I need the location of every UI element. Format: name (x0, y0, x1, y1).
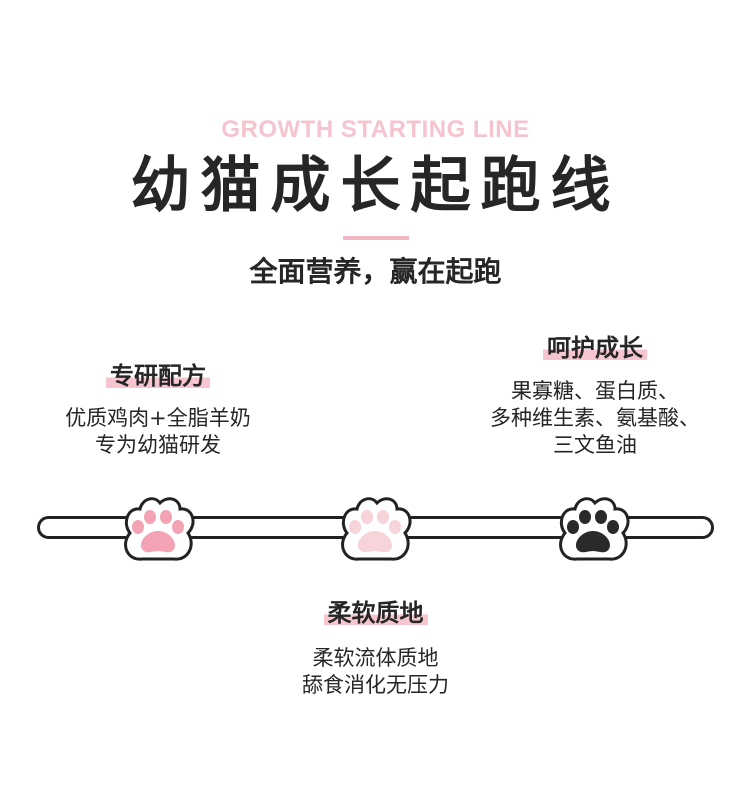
feature-desc-line: 舔食消化无压力 (302, 673, 449, 697)
feature-label-texture: 柔软质地 (323, 599, 428, 627)
feature-desc-line: 专为幼猫研发 (95, 433, 221, 457)
feature-desc-formula: 优质鸡肉+全脂羊奶 专为幼猫研发 (0, 405, 316, 459)
page-title: 幼猫成长起跑线 (130, 151, 621, 221)
paw-toe (361, 510, 373, 524)
paw-toe (579, 510, 591, 524)
paw-light-pink-icon (341, 497, 412, 561)
feature-desc-line: 多种维生素、氨基酸、 (490, 406, 700, 430)
feature-desc-growth: 果寡糖、蛋白质、 多种维生素、氨基酸、 三文鱼油 (440, 378, 750, 459)
paw-pink-icon (124, 497, 195, 561)
feature-label-wrap-1: 专研配方 (0, 360, 316, 392)
paw-black-icon (559, 497, 630, 561)
feature-desc-line: 三文鱼油 (553, 433, 637, 457)
title-divider (343, 236, 409, 240)
tagline: 全面营养，赢在起跑 (249, 255, 502, 288)
paw-toe (349, 520, 361, 534)
feature-label-growth: 呵护成长 (543, 334, 647, 362)
subtitle-english: GROWTH STARTING LINE (221, 116, 530, 143)
feature-desc-line: 优质鸡肉+全脂羊奶 (65, 406, 251, 430)
paw-toe (144, 510, 156, 524)
paw-toe (595, 510, 607, 524)
paw-pad (575, 531, 611, 553)
feature-desc-line: 果寡糖、蛋白质、 (511, 379, 679, 403)
feature-label-wrap-2: 柔软质地 (200, 597, 551, 629)
paw-toe (172, 520, 184, 534)
feature-desc-texture: 柔软流体质地 舔食消化无压力 (200, 645, 551, 699)
paw-toe (160, 510, 172, 524)
paw-toe (377, 510, 389, 524)
feature-label-wrap-3: 呵护成长 (440, 332, 750, 364)
paw-pad (140, 531, 176, 553)
paw-toe (607, 520, 619, 534)
feature-label-formula: 专研配方 (106, 362, 210, 390)
paw-pad (357, 531, 393, 553)
feature-desc-line: 柔软流体质地 (312, 646, 439, 670)
paw-toe (132, 520, 144, 534)
paw-toe (389, 520, 401, 534)
paw-toe (567, 520, 579, 534)
